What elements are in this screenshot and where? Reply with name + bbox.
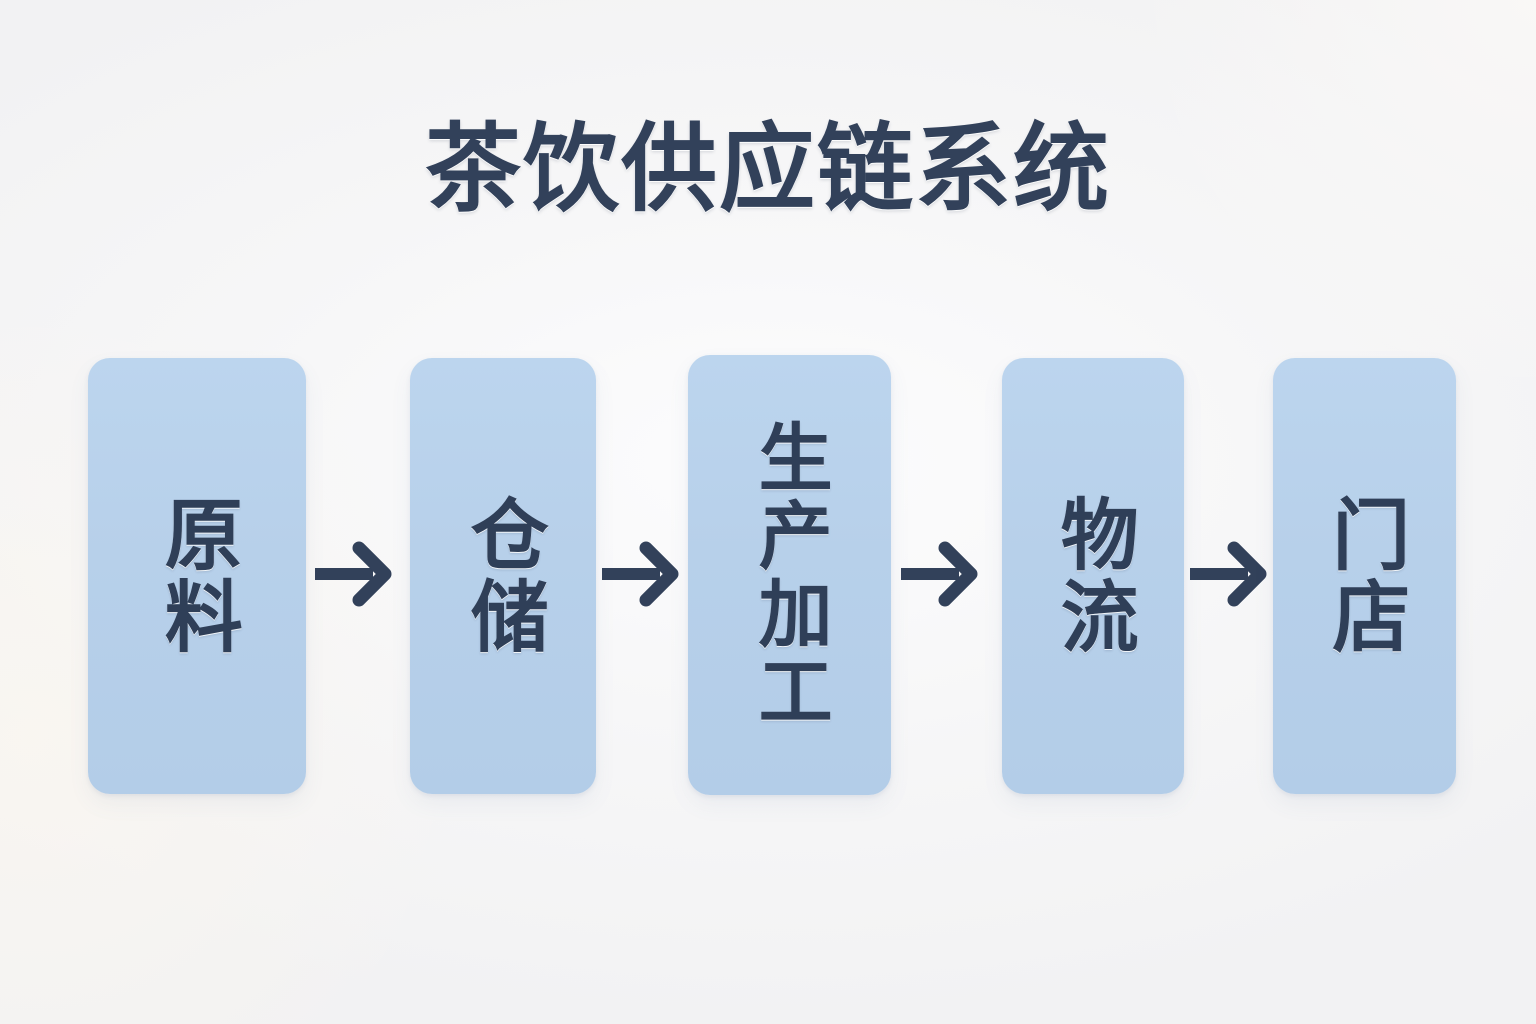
flow-node-production[interactable]: 生产加工 [688,355,891,795]
flow-node-label: 物流 [1049,494,1138,658]
flow-node-label: 仓储 [459,494,548,658]
flow-node-label: 生产加工 [748,419,832,731]
arrow-right-icon [311,528,403,620]
flow-node-label: 门店 [1321,494,1410,658]
flow-node-warehousing[interactable]: 仓储 [410,358,596,794]
flow-node-label: 原料 [153,494,242,658]
flow-node-logistics[interactable]: 物流 [1002,358,1184,794]
page-title: 茶饮供应链系统 [425,116,1111,223]
arrow-right-icon [598,528,690,620]
flow-node-store[interactable]: 门店 [1273,358,1456,794]
arrow-right-icon [897,528,989,620]
arrow-right-icon [1186,528,1278,620]
flow-node-raw-materials[interactable]: 原料 [88,358,306,794]
